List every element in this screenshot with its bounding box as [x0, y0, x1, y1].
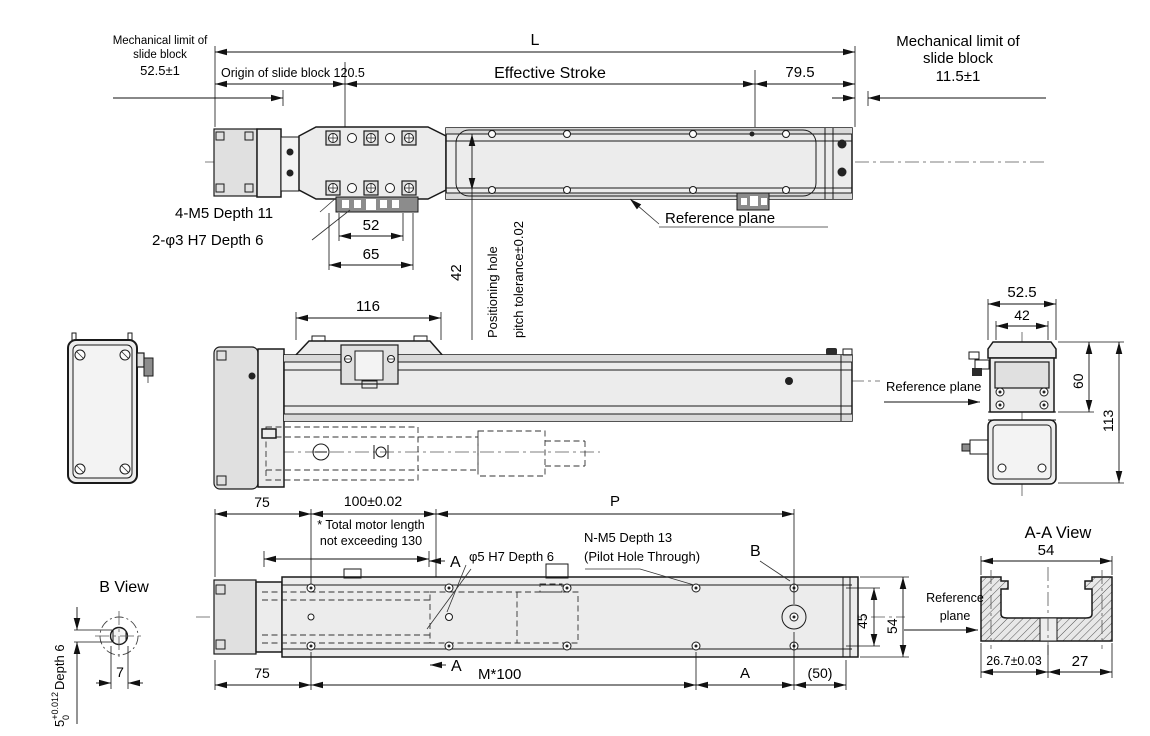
- dim-60: 60: [1070, 373, 1086, 389]
- dim-79-5: 79.5: [785, 64, 814, 81]
- side-view: 116 Reference plane: [213, 298, 981, 490]
- dim-100: 100±0.02: [344, 493, 403, 509]
- plan-motor-end-cap: [213, 128, 258, 197]
- b-view-depth-label: 5+0.0120Depth 6: [50, 644, 71, 727]
- label-b-marker: B: [750, 543, 761, 560]
- label-nm5-line1: N-M5 Depth 13: [584, 530, 672, 545]
- label-reference-plane-aa-line1: Reference: [926, 591, 984, 605]
- label-reference-plane-top: Reference plane: [665, 210, 775, 227]
- dim-a: A: [740, 665, 750, 682]
- dim-26-7: 26.7±0.03: [986, 654, 1042, 668]
- dim-65: 65: [363, 246, 380, 263]
- plan-connector-block: [736, 192, 770, 211]
- positioning-note-line1: Positioning hole: [485, 246, 500, 338]
- section-line-a: [426, 568, 472, 630]
- bottom-hidden-motor: [262, 583, 579, 644]
- dim-7: 7: [116, 664, 124, 680]
- mech-limit-left-value: 52.5±1: [140, 63, 180, 78]
- dim-52-5: 52.5: [1007, 284, 1036, 301]
- plan-dimensions: L Origin of slide block 120.5 Effective …: [113, 32, 1046, 340]
- dim-27: 27: [1072, 653, 1089, 670]
- side-hidden-motor: [261, 426, 586, 481]
- section-marker-a-top: A: [450, 554, 461, 571]
- dim-54-aa: 54: [1038, 542, 1055, 559]
- dim-75-bottom: 75: [254, 665, 270, 681]
- positioning-note-line2: pitch tolerance±0.02: [511, 221, 526, 338]
- mech-limit-right-line2: slide block: [923, 50, 994, 67]
- label-4m5: 4-M5 Depth 11: [175, 205, 273, 222]
- label-nm5-line2: (Pilot Hole Through): [584, 549, 700, 564]
- dim-75-top: 75: [254, 494, 270, 510]
- end-view: 52.5 42 60 113: [961, 284, 1124, 498]
- aa-view: A-A View 54 Reference plane 26.7±0.03 27: [904, 524, 1113, 678]
- plan-slide-block-holes: [325, 130, 417, 196]
- motor-end-screws: [74, 349, 131, 475]
- mech-limit-left-line1: Mechanical limit of: [113, 35, 208, 47]
- plan-rail: [445, 127, 853, 200]
- dim-42-plan: 42: [448, 264, 465, 281]
- label-reference-plane-aa-line2: plane: [940, 609, 971, 623]
- b-view-title: B View: [99, 579, 149, 596]
- label-2phi3: 2-φ3 H7 Depth 6: [152, 232, 263, 249]
- dim-origin: Origin of slide block 120.5: [221, 66, 365, 80]
- dim-52: 52: [363, 217, 380, 234]
- end-connector: [961, 439, 989, 455]
- dim-L: L: [531, 32, 540, 49]
- bottom-end-cap: [213, 579, 257, 655]
- label-phi5: φ5 H7 Depth 6: [469, 549, 554, 564]
- end-sensor-bracket: [968, 351, 990, 376]
- dim-116: 116: [356, 298, 380, 315]
- dim-54-side: 54: [884, 618, 900, 634]
- dim-45: 45: [854, 613, 870, 629]
- mech-limit-right-value: 11.5±1: [936, 68, 981, 85]
- label-reference-plane-mid: Reference plane: [886, 379, 981, 394]
- dim-113: 113: [1100, 409, 1116, 432]
- section-marker-a-bottom: A: [451, 658, 462, 675]
- dim-effective-stroke: Effective Stroke: [494, 65, 606, 82]
- mech-limit-right-line1: Mechanical limit of: [896, 33, 1020, 50]
- motor-end-view: [67, 332, 154, 484]
- side-end-plate: [213, 346, 259, 490]
- motor-note-line2: not exceeding 130: [320, 534, 422, 548]
- aa-section-profile: [980, 576, 1113, 642]
- bottom-view: A A 75 100±0.02 P * Total motor length n…: [196, 493, 909, 690]
- aa-center-tab: [1039, 617, 1058, 642]
- plan-sensor-strip: [335, 196, 419, 213]
- end-top-plate: [987, 341, 1057, 359]
- aa-view-title: A-A View: [1025, 524, 1092, 542]
- dim-P: P: [610, 493, 620, 510]
- end-upper-screws: [995, 387, 1049, 410]
- plan-view: [205, 126, 1048, 213]
- side-carriage: [340, 344, 399, 389]
- b-view: B View 7 5+0.0120Depth 6: [50, 579, 149, 727]
- motor-note-line1: * Total motor length: [317, 518, 425, 532]
- pilot-hole-b: [781, 604, 807, 630]
- mech-limit-left-line2: slide block: [133, 49, 187, 61]
- dim-m100: M*100: [478, 666, 521, 683]
- dim-42-end: 42: [1014, 307, 1030, 323]
- dim-50: (50): [808, 665, 833, 681]
